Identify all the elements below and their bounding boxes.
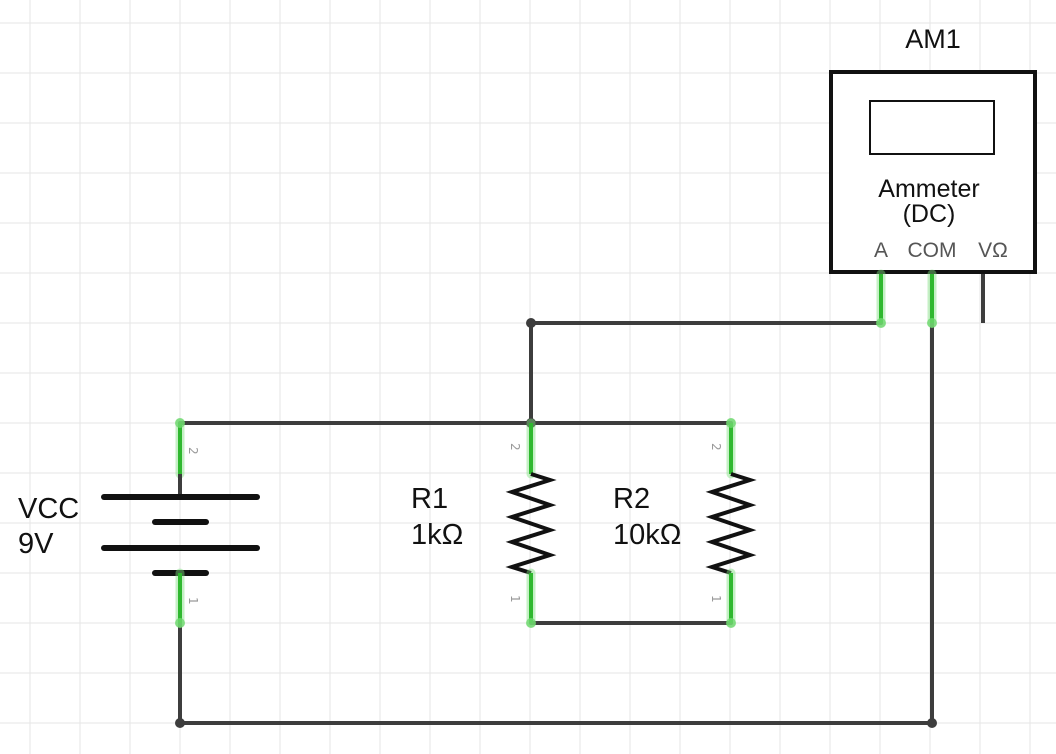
battery-vcc[interactable]: 2 1 VCC 9V [18,418,260,628]
resistor-zigzag [505,472,557,575]
battery-ref-label: VCC [18,493,79,525]
r1-value-label: 1kΩ [411,519,463,551]
pin-number-label: 1 [186,597,200,605]
terminal-label-v: VΩ [978,239,1008,262]
r2-ref-label: R2 [613,483,650,515]
ammeter-type-label: Ammeter [878,175,979,203]
junction-node [927,718,937,728]
pin-number-label: 2 [508,443,522,451]
terminal-label-com: COM [908,239,957,262]
ammeter-ref-label: AM1 [905,24,961,54]
pin-number-label: 2 [186,447,200,455]
wires [175,318,937,728]
pin-number-label: 1 [709,595,723,603]
pin-number-label: 2 [709,443,723,451]
battery-value-label: 9V [18,528,54,560]
r2-value-label: 10kΩ [613,519,681,551]
ammeter-mode-label: (DC) [903,200,956,228]
ammeter-display [869,100,995,155]
resistor-r1[interactable]: 2 1 R1 1kΩ [411,418,557,628]
wire-bottom-return[interactable] [178,321,934,725]
r1-ref-label: R1 [411,483,448,515]
terminal-label-a: A [874,239,888,262]
resistor-zigzag [705,472,757,575]
resistor-r2[interactable]: 2 1 R2 10kΩ [613,418,757,628]
pin-number-label: 1 [508,595,522,603]
junction-node [526,318,536,328]
junction-node [175,718,185,728]
ammeter-am1[interactable]: AM1 Ammeter (DC) A COM VΩ [829,24,1037,328]
